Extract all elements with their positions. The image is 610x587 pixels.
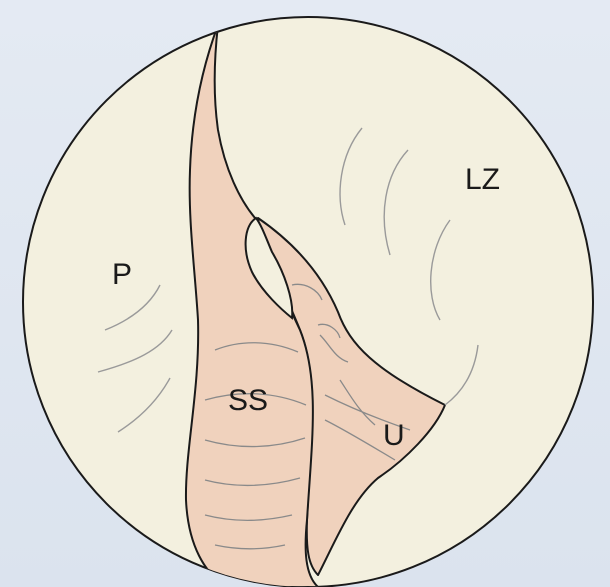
label-ss: SS	[228, 384, 268, 417]
label-p: P	[112, 258, 132, 291]
label-u: U	[383, 419, 405, 452]
label-lz: LZ	[465, 163, 500, 196]
